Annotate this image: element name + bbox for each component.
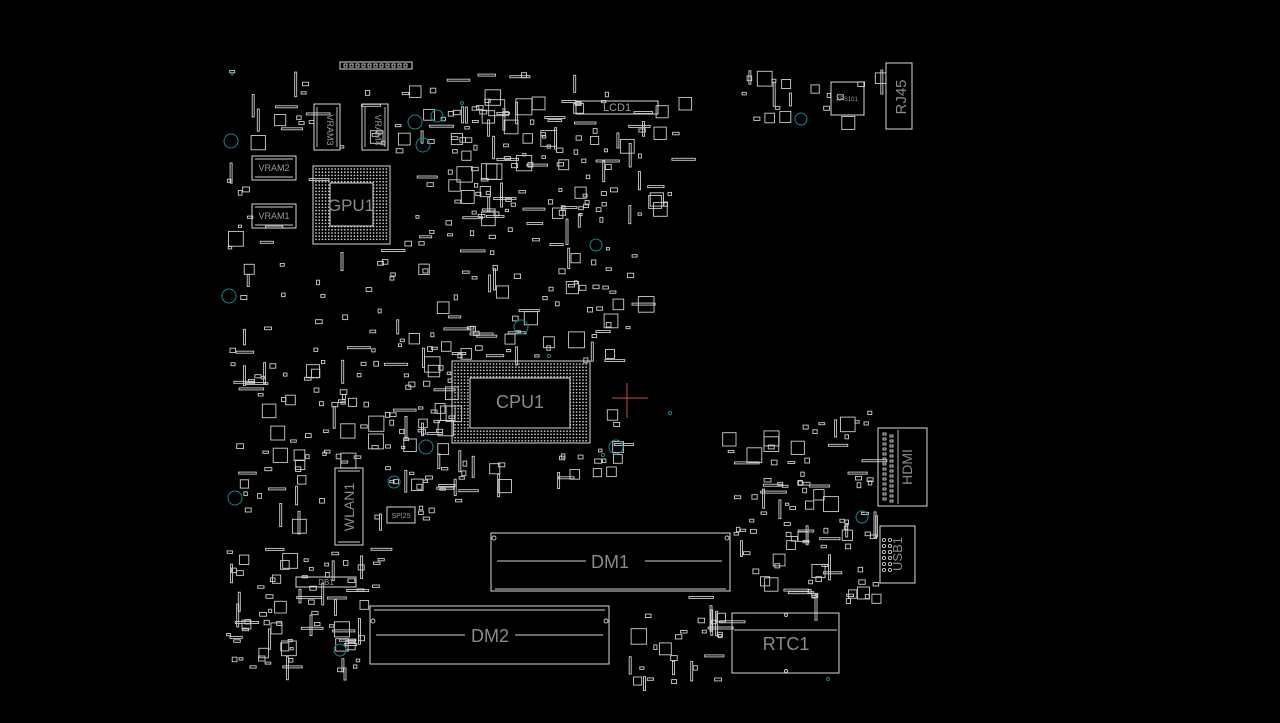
vram3-component[interactable]: VRAM3 — [313, 103, 341, 151]
rtc1-label: RTC1 — [763, 634, 810, 654]
xfs101-label: XFS101 — [836, 97, 858, 103]
gpu1-ball-grid — [315, 168, 388, 241]
usb1-label: USB1 — [890, 537, 905, 571]
smd-pads — [226, 69, 888, 691]
rj45-connector[interactable]: RJ45 — [885, 62, 913, 130]
dm2-slot[interactable]: DM2 — [369, 605, 610, 665]
cpu1-ball-grid — [454, 363, 588, 442]
vram2-component[interactable]: VRAM2 — [251, 155, 297, 181]
db1-label: DB1 — [318, 578, 334, 587]
gpu1-label: GPU1 — [328, 196, 374, 215]
wlan1-label: WLAN1 — [341, 483, 357, 531]
wlan1-connector[interactable]: WLAN1 — [334, 467, 364, 546]
vias — [221, 72, 869, 681]
xfs101-component[interactable]: XFS101 — [830, 81, 865, 116]
spi25-label: SPI25 — [391, 513, 410, 520]
dm1-label: DM1 — [591, 552, 629, 572]
cursor-crosshair — [612, 383, 648, 418]
vram1-label: VRAM1 — [258, 211, 289, 221]
db1-connector[interactable]: DB1 — [295, 576, 357, 588]
vram1-component[interactable]: VRAM1 — [251, 203, 297, 229]
hdmi-label: HDMI — [899, 449, 915, 485]
dm1-slot[interactable]: DM1 — [490, 532, 731, 592]
cpu1-label: CPU1 — [496, 392, 544, 412]
cpu1-component[interactable]: CPU1 — [451, 360, 591, 444]
vram4-component[interactable]: VRAM4 — [361, 103, 389, 151]
vram2-label: VRAM2 — [258, 163, 289, 173]
usb1-pins — [881, 537, 893, 573]
usb1-connector[interactable]: USB1 — [879, 525, 916, 584]
lcd1-label: LCD1 — [603, 102, 631, 114]
hdmi-connector[interactable]: HDMI — [877, 427, 928, 507]
vram3-label: VRAM3 — [325, 114, 335, 145]
lcd1-connector[interactable]: LCD1 — [575, 100, 659, 115]
rj45-label: RJ45 — [893, 79, 910, 114]
header-pins — [343, 63, 408, 68]
hdmi-pins — [882, 432, 894, 503]
spi25-component[interactable]: SPI25 — [386, 506, 416, 524]
dm2-label: DM2 — [471, 626, 509, 646]
rtc1-component[interactable]: RTC1 — [731, 612, 840, 674]
top-header-strip[interactable] — [339, 61, 413, 70]
vram4-label: VRAM4 — [373, 114, 383, 145]
gpu1-component[interactable]: GPU1 — [312, 165, 391, 245]
